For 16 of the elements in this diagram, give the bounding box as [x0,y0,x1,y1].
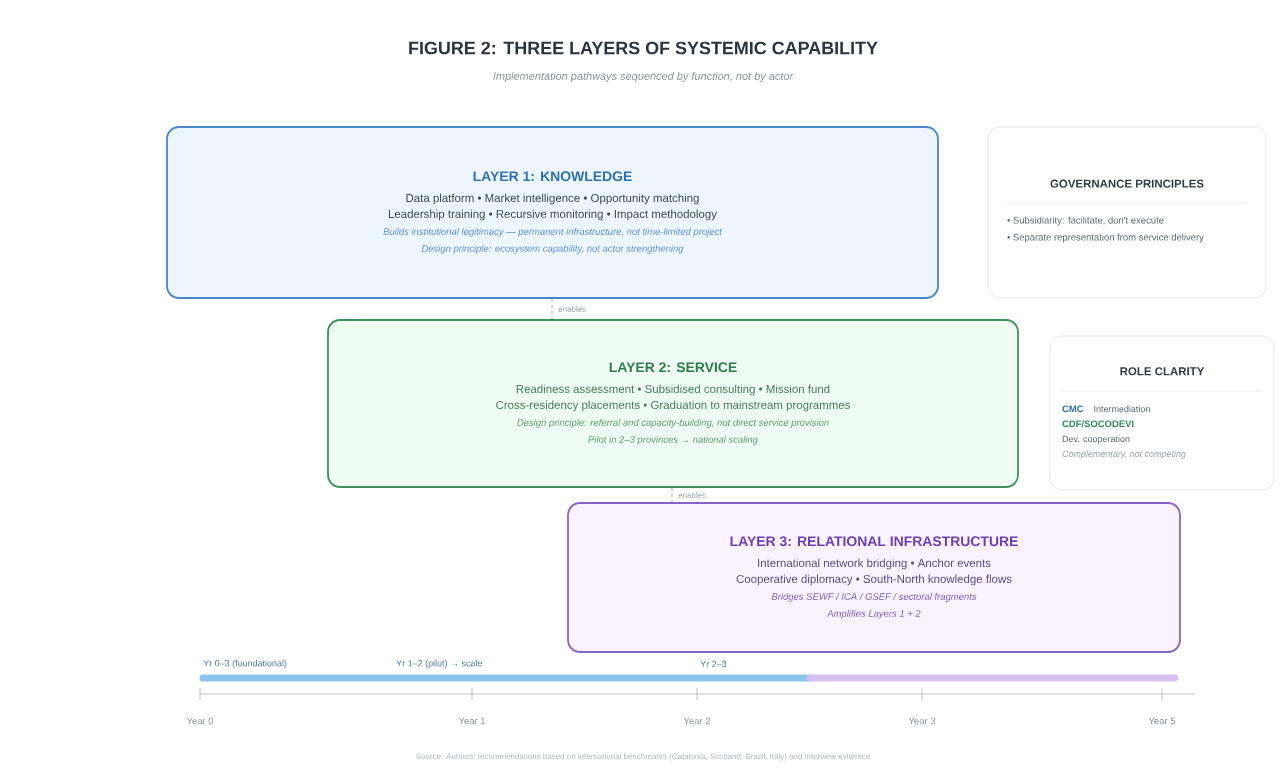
phase-label: Yr 0–3 (foundational) [203,659,287,669]
layer-box: LAYER 3: RELATIONAL INFRASTRUCTURE International network bridging • Anchor events Cooperative diplomacy • South-North knowledge flows Bridges SEWF / ICA / GSEF / sectoral fragments Amplifies Layers 1 + 2 [567,502,1181,653]
subtitle: Implementation pathways sequenced by function, not by actor [493,71,794,83]
title: FIGURE 2: THREE LAYERS OF SYSTEMIC CAPABILITY [409,41,878,55]
side-panel: ROLE CLARITY CMC Intermediation CDF/SOCODEVI Dev. cooperation Complementary, not competing [1049,335,1275,491]
year-label: Year 0 [186,717,214,725]
layer-box: LAYER 2: SERVICE Readiness assessment • Subsidised consulting • Mission fund Cross-residency placements • Graduation to mainstream programmes Design principle: referral and capacity-building, not direct service provision Pilot in 2–3 provinces → national scaling [327,319,1019,488]
year-label: Year 2 [683,717,711,725]
year-label: Year 3 [908,717,936,725]
connector [671,487,673,503]
phase-label: Yr 1–2 (pilot) → scale [396,659,482,669]
side-panel: GOVERNANCE PRINCIPLES • Subsidiarity: facilitate, don't execute • Separate representation from service delivery [987,126,1267,299]
year-label: Year 5 [1148,717,1176,725]
layer-box: LAYER 1: KNOWLEDGE Data platform • Market intelligence • Opportunity matching Leadership training • Recursive monitoring • Impact methodology Builds institutional legitimacy — permanent infrastructure, not time-limited project Design principle: ecosystem capability, not actor strengthening [166,126,939,299]
year-label: Year 1 [458,717,486,725]
connector [551,298,553,320]
